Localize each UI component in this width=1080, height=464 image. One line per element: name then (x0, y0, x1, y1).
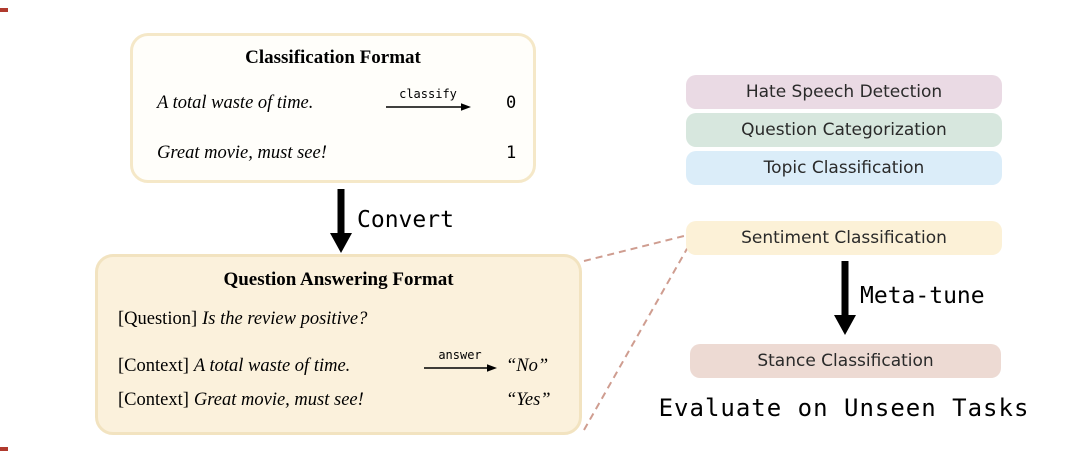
qa-context-line-1: [Context]A total waste of time. (118, 356, 350, 377)
task-pill-sentiment-classification: Sentiment Classification (686, 221, 1002, 255)
classification-label-1: 0 (506, 93, 517, 113)
red-mark-bottom (0, 447, 8, 451)
arrow-right-icon (424, 364, 497, 372)
qa-question-line: [Question]Is the review positive? (118, 309, 367, 330)
classification-format-box: Classification Format A total waste of t… (130, 33, 536, 183)
task-pill-topic-classification: Topic Classification (686, 151, 1002, 185)
meta-tune-label: Meta-tune (860, 283, 985, 309)
context-text-1: A total waste of time. (193, 356, 351, 376)
red-mark-top (0, 8, 8, 12)
answer-value-2: “Yes” (506, 390, 551, 410)
classification-box-title: Classification Format (245, 47, 421, 68)
classify-arrow: classify (385, 88, 471, 112)
context-prefix-1: [Context] (118, 356, 189, 376)
arrow-right-icon (386, 103, 471, 111)
task-pill-question-categorization: Question Categorization (686, 113, 1002, 147)
qa-context-line-2: [Context]Great movie, must see! (118, 390, 364, 411)
context-text-2: Great movie, must see! (193, 390, 364, 410)
answer-value-1: “No” (506, 356, 549, 376)
answer-arrow-label: answer (438, 348, 482, 362)
question-prefix: [Question] (118, 309, 198, 329)
classification-label-2: 1 (506, 143, 517, 163)
classification-example-2: Great movie, must see! (157, 143, 327, 163)
convert-arrow (330, 189, 352, 253)
meta-tune-arrow (834, 261, 856, 335)
task-pill-stance-classification: Stance Classification (690, 344, 1001, 378)
evaluate-caption: Evaluate on Unseen Tasks (658, 394, 1030, 422)
task-pill-hate-speech-detection: Hate Speech Detection (686, 75, 1002, 109)
qa-format-box: Question Answering Format [Question]Is t… (95, 254, 582, 435)
answer-arrow: answer (423, 349, 497, 373)
question-text: Is the review positive? (202, 309, 368, 329)
qa-box-title: Question Answering Format (223, 269, 454, 290)
context-prefix-2: [Context] (118, 390, 189, 410)
classification-example-1: A total waste of time. (157, 93, 314, 113)
convert-label: Convert (357, 207, 454, 233)
classify-arrow-label: classify (399, 87, 457, 101)
